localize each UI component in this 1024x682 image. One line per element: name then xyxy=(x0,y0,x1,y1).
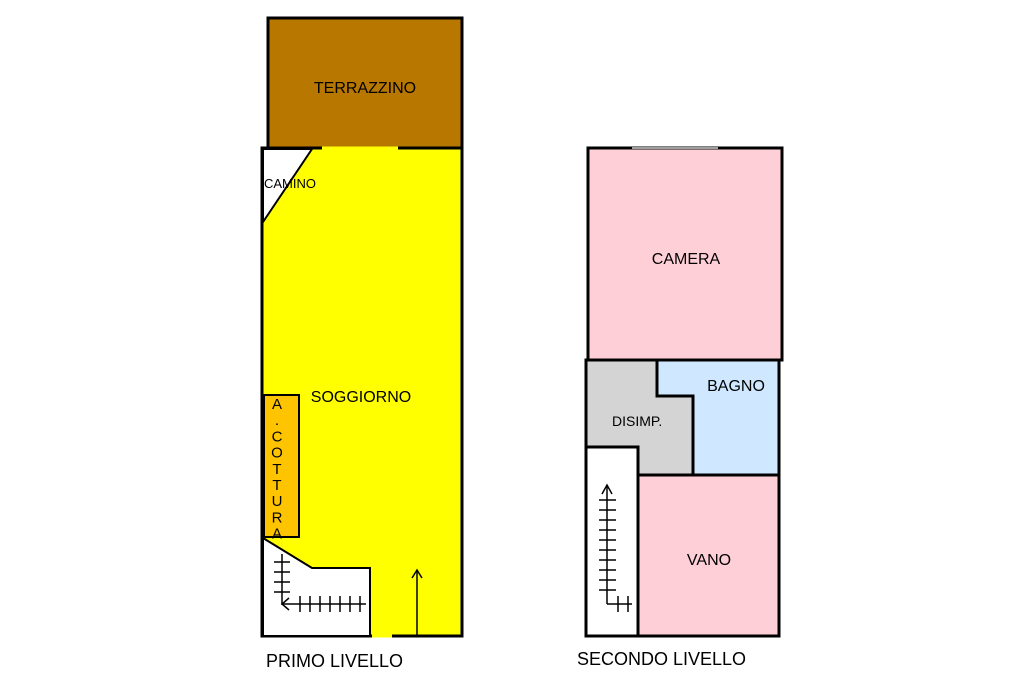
entrance-arrow xyxy=(411,568,423,636)
vano-room xyxy=(636,473,781,638)
cottura-letter: . xyxy=(275,412,279,429)
cottura-letter: U xyxy=(272,493,283,510)
cottura-letter: T xyxy=(272,461,281,478)
cottura-letter: A xyxy=(272,526,282,543)
secondo-livello-plan: CAMERA DISIMP. BAGNO VANO xyxy=(584,146,784,638)
cottura-letter: A xyxy=(272,396,282,413)
secondo-livello-caption: SECONDO LIVELLO xyxy=(577,649,747,669)
cottura-letter: O xyxy=(271,445,283,462)
cottura-letter: T xyxy=(272,477,281,494)
cottura-area xyxy=(263,394,300,538)
camino-label: CAMINO xyxy=(264,176,316,191)
terrazzino-room xyxy=(266,16,464,150)
terrazzino-label: TERRAZZINO xyxy=(314,80,416,97)
soggiorno-room xyxy=(260,146,464,638)
disimp-label: DISIMP. xyxy=(612,413,662,429)
camino-area xyxy=(262,148,314,226)
stair-well xyxy=(584,445,640,638)
bagno-label: BAGNO xyxy=(707,378,765,395)
primo-livello-caption: PRIMO LIVELLO xyxy=(266,651,404,671)
stair-primo xyxy=(274,554,366,612)
stair-secondo xyxy=(599,483,632,612)
vano-label: VANO xyxy=(687,552,731,569)
camera-room xyxy=(586,146,784,362)
cottura-letter: C xyxy=(272,428,283,445)
camera-label: CAMERA xyxy=(652,251,721,268)
cottura-letter: R xyxy=(272,509,283,526)
soggiorno-label: SOGGIORNO xyxy=(311,389,411,406)
